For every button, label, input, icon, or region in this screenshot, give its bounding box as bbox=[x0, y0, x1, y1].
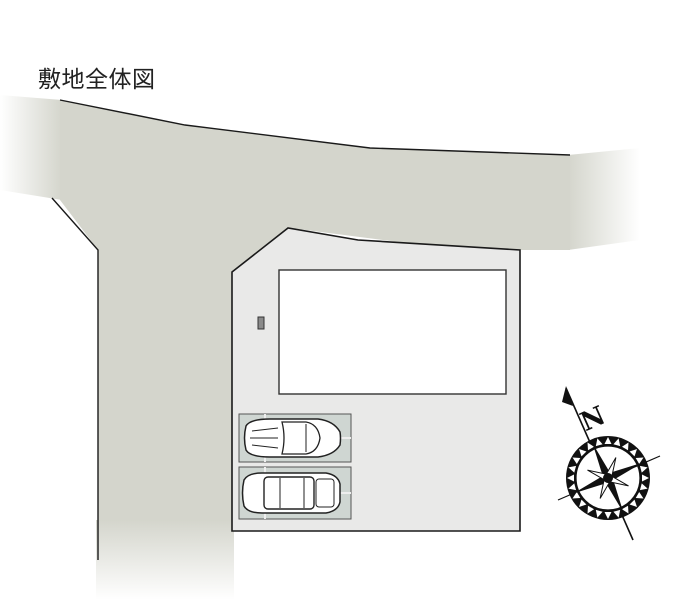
road-edge-north bbox=[59, 99, 571, 156]
north-label: N bbox=[576, 401, 610, 438]
page-title: 敷地全体図 bbox=[38, 67, 156, 93]
road-edge-west bbox=[51, 197, 99, 560]
building bbox=[278, 269, 507, 395]
car-icon bbox=[243, 418, 342, 458]
parking-space-1 bbox=[238, 413, 352, 463]
meter-box bbox=[257, 316, 265, 330]
road-vertical bbox=[98, 250, 232, 530]
parking-space-2 bbox=[238, 466, 352, 520]
compass-rose-icon: N bbox=[557, 386, 661, 541]
car-icon bbox=[241, 472, 341, 514]
